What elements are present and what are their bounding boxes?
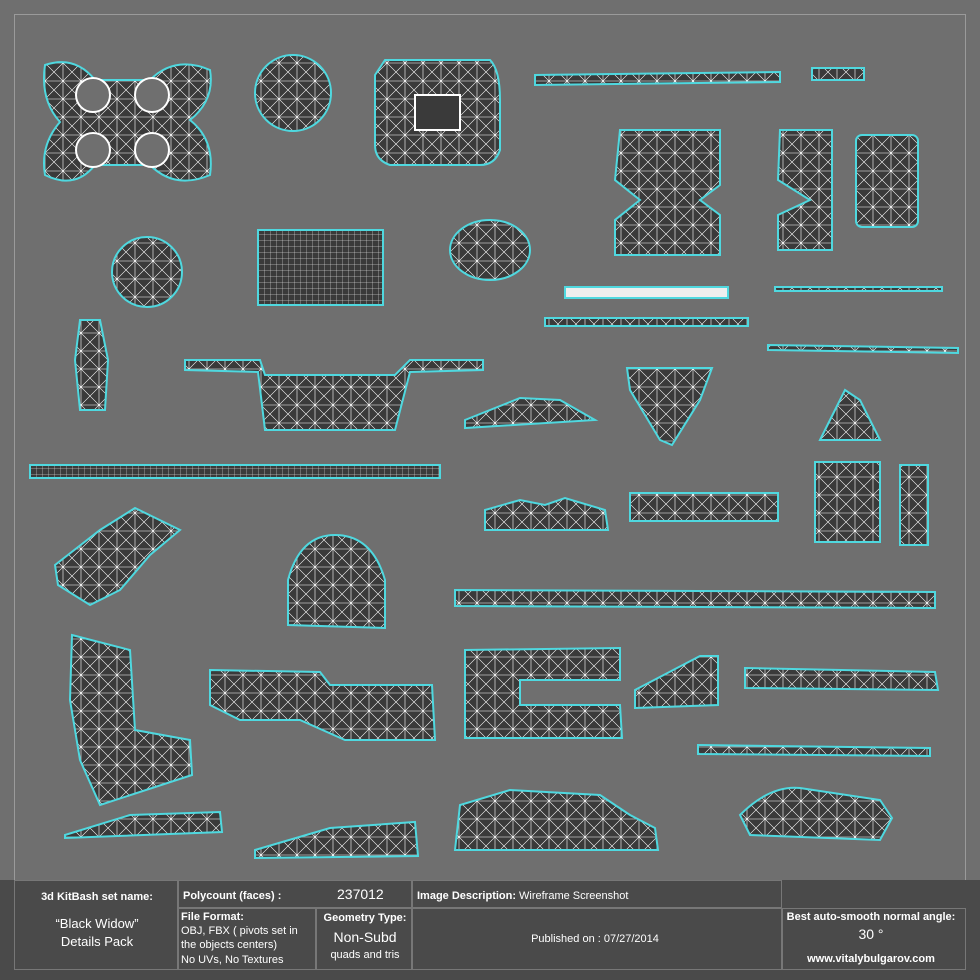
- wireframe-canvas: [29, 54, 959, 860]
- part-pillar-b: [899, 464, 929, 546]
- part-rail-7: [697, 743, 931, 758]
- part-c-bracket: [464, 646, 624, 739]
- part-long-beam: [454, 588, 936, 610]
- part-claw: [53, 506, 182, 607]
- part-grill-box: [257, 229, 384, 306]
- file-format-line2: the objects centers): [181, 939, 277, 951]
- part-long-rail-1: [534, 70, 781, 87]
- part-round-disc: [254, 54, 332, 132]
- part-slot-bar: [629, 492, 779, 522]
- geometry-cell: Geometry Type: Non-Subd quads and tris: [316, 908, 412, 970]
- smooth-label: Best auto-smooth normal angle:: [786, 911, 956, 923]
- part-small-wedge: [634, 655, 719, 710]
- geometry-label: Geometry Type:: [323, 912, 407, 924]
- geometry-sub: quads and tris: [330, 949, 400, 961]
- file-format-line1: OBJ, FBX ( pivots set in: [181, 925, 298, 937]
- smooth-value: 30 °: [858, 926, 884, 942]
- part-oval-plate: [449, 219, 531, 281]
- image-desc-label: Image Description:: [417, 890, 517, 902]
- part-quad-frame: [43, 61, 212, 182]
- part-cowl: [453, 788, 660, 851]
- part-rail-3: [544, 317, 749, 327]
- part-tapered-bar: [744, 666, 940, 692]
- part-funnel: [625, 367, 714, 447]
- part-long-rail-6: [29, 464, 441, 479]
- published-text: Published on : 07/27/2014: [531, 933, 659, 945]
- part-blade-1: [64, 810, 224, 840]
- part-gun-body: [209, 668, 437, 741]
- part-wing-tray: [184, 359, 484, 431]
- set-name-line1: “Black Widow”: [55, 916, 139, 931]
- file-format-line3: No UVs, No Textures: [181, 954, 284, 966]
- part-arch-panel: [287, 533, 386, 630]
- part-rail-4: [774, 286, 943, 292]
- part-tall-box: [855, 134, 919, 228]
- file-format-cell: File Format: OBJ, FBX ( pivots set in th…: [178, 908, 316, 970]
- part-block-row: [484, 496, 610, 531]
- geometry-value: Non-Subd: [333, 929, 397, 945]
- part-pillar-a: [814, 461, 881, 543]
- part-blade-2: [254, 820, 420, 860]
- part-truss-arm: [738, 786, 894, 842]
- part-bracket-b: [776, 129, 833, 251]
- part-rail-5: [767, 343, 959, 355]
- published-cell: Published on : 07/27/2014: [412, 908, 782, 970]
- part-bracket-a: [613, 129, 721, 256]
- info-panel: 3d KitBash set name: “Black Widow” Detai…: [0, 880, 980, 980]
- part-seat-frame: [68, 633, 194, 807]
- polycount-cell: Polycount (faces) : 237012: [178, 880, 412, 908]
- part-rail-2: [564, 286, 729, 299]
- part-round-hub: [111, 236, 183, 308]
- set-name-cell: 3d KitBash set name: “Black Widow” Detai…: [14, 880, 178, 970]
- polycount-label: Polycount (faces) :: [183, 890, 282, 902]
- set-name-line2: Details Pack: [60, 934, 134, 949]
- website-link[interactable]: www.vitalybulgarov.com: [807, 953, 935, 965]
- part-fin: [818, 388, 882, 441]
- set-name-label: 3d KitBash set name:: [41, 891, 153, 903]
- image-desc-cell: Image Description: Wireframe Screenshot: [412, 880, 782, 908]
- file-format-label: File Format:: [181, 911, 244, 923]
- part-small-bar: [811, 67, 865, 81]
- part-side-pod: [73, 319, 110, 411]
- part-low-wedge: [464, 396, 599, 430]
- polycount-value: 237012: [337, 886, 384, 902]
- smooth-cell: Best auto-smooth normal angle: 30 ° www.…: [782, 908, 966, 970]
- image-desc-value: Wireframe Screenshot: [519, 890, 629, 902]
